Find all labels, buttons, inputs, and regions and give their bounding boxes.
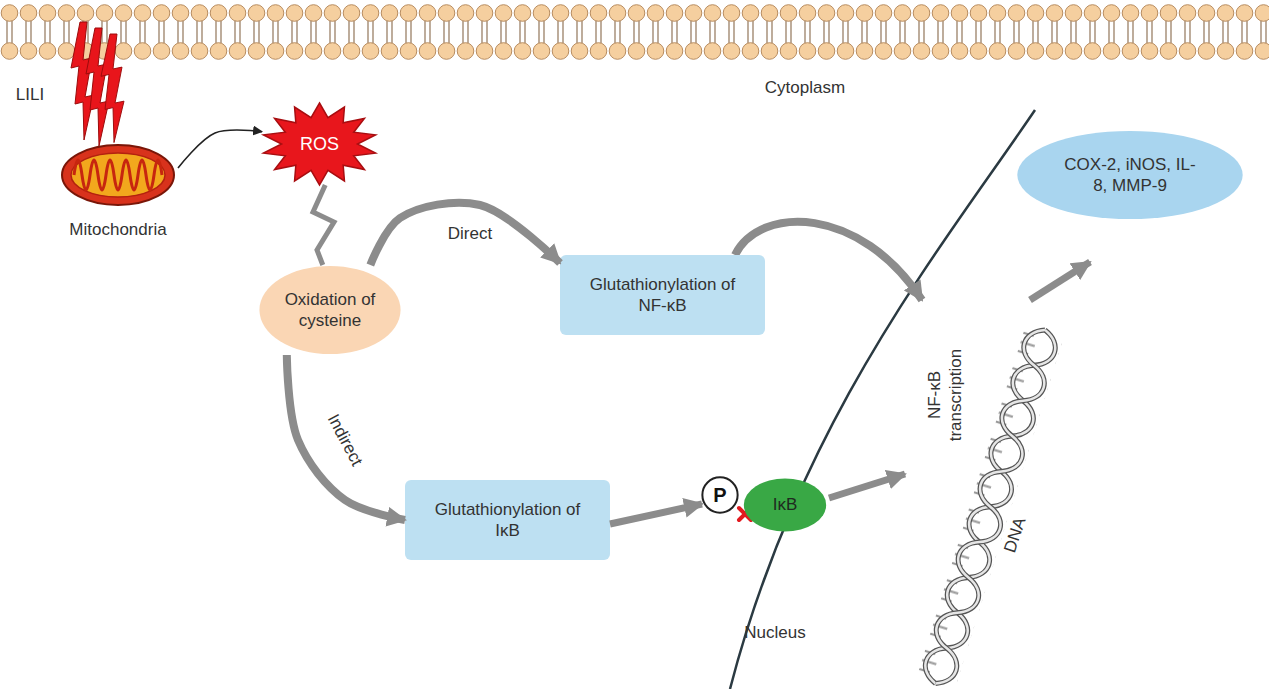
node-text: IκB <box>773 494 798 515</box>
dna-helix <box>916 324 1064 689</box>
matrix <box>71 153 165 197</box>
ellipse-outline <box>1015 130 1245 220</box>
product-ellipse: COX-2, iNOS, IL-8, MMP-9 <box>1015 130 1245 220</box>
process-label: NF-κB transcription <box>924 340 967 450</box>
flow-arrow <box>178 130 262 168</box>
node-text: COX-2, iNOS, IL-8, MMP-9 <box>1060 154 1200 197</box>
mitochondrion: Mitochondria <box>58 140 178 240</box>
burst-fill <box>263 103 375 185</box>
process-box: Glutathionylation of IκB <box>405 480 610 560</box>
node-text: Glutathionylation of NF-κB <box>588 274 737 317</box>
pathway-arrow <box>370 203 560 265</box>
laser-bolt <box>101 34 124 143</box>
compartment-label: Nucleus <box>744 622 805 643</box>
edge-label: Indirect <box>323 410 368 469</box>
pathway-arrow <box>287 355 405 520</box>
expression-arrow <box>1030 262 1090 300</box>
ellipse-outline <box>258 265 402 355</box>
ellipse-fill <box>744 479 826 532</box>
ros-burst: ROS <box>262 103 377 185</box>
node-text: Glutathionylation of IκB <box>433 499 582 542</box>
cristae <box>74 160 162 190</box>
oxidation-bolt <box>313 185 334 265</box>
ellipse-fill <box>1017 131 1242 219</box>
dna-rungs <box>916 324 1064 689</box>
laser-bolt <box>71 22 94 140</box>
dna-strand <box>921 325 1061 688</box>
release-arrow <box>829 474 905 498</box>
ellipse-fill <box>702 477 737 512</box>
cell-membrane <box>0 4 1269 60</box>
protein-ellipse: IκB <box>743 478 827 532</box>
laser-bolts <box>71 22 124 146</box>
ellipse-fill <box>259 266 400 354</box>
phosphate-circle: P <box>702 477 738 513</box>
dna-strand <box>921 325 1061 688</box>
dna-strand-highlight <box>921 325 1061 688</box>
compartment-label: Cytoplasm <box>765 77 845 98</box>
node-text: Mitochondria <box>69 219 166 240</box>
node-text: P <box>713 483 726 508</box>
pathway-arrow <box>610 504 702 524</box>
process-box: Glutathionylation of NF-κB <box>560 255 765 335</box>
dna-strand-highlight <box>921 325 1061 688</box>
node-text: Oxidation of cysteine <box>270 289 390 332</box>
node-text: ROS <box>300 133 339 156</box>
mitochondrion-illustration <box>58 140 178 210</box>
nuclear-envelope <box>730 110 1035 689</box>
laser-bolt <box>86 28 109 146</box>
stimulus-label: LILI <box>16 84 44 105</box>
process-ellipse: Oxidation of cysteine <box>258 265 402 355</box>
edge-label: Direct <box>448 223 492 244</box>
outer-membrane <box>62 145 174 205</box>
